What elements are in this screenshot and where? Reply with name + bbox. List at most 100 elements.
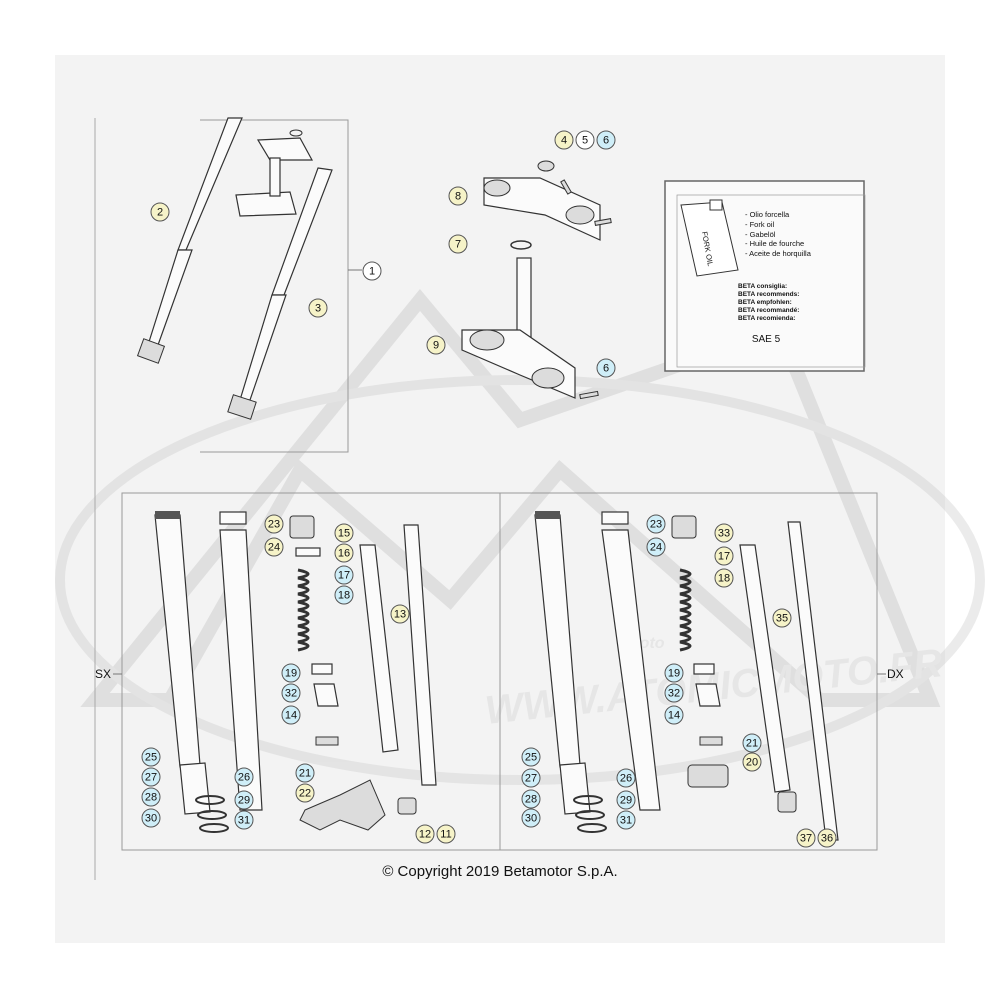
callout-26: 26 <box>234 767 254 787</box>
oil-recommend-fr: BETA recommandé: <box>738 307 799 314</box>
callout-12: 12 <box>415 824 435 844</box>
oil-name-fr: - Huile de fourche <box>745 239 804 248</box>
callout-label: 4 <box>561 135 567 147</box>
top-triple-clamp <box>483 160 612 241</box>
callout-label: 28 <box>145 792 157 804</box>
callout-circle <box>448 234 468 254</box>
callout-label: 32 <box>285 688 297 700</box>
callout-circle <box>334 523 354 543</box>
callout-7: 7 <box>448 234 468 254</box>
callout-label: 25 <box>525 752 537 764</box>
callout-circle <box>714 546 734 566</box>
fork-leg-left-assembled <box>136 117 243 364</box>
callout-4: 4 <box>554 130 574 150</box>
callout-circle <box>596 358 616 378</box>
callout-label: 32 <box>668 688 680 700</box>
callout-circle <box>141 747 161 767</box>
callout-label: 6 <box>603 363 609 375</box>
callout-label: 19 <box>668 668 680 680</box>
callout-1: 1 <box>362 261 382 281</box>
triple-clamp-assembled <box>235 129 314 217</box>
callout-25: 25 <box>141 747 161 767</box>
callout-29: 29 <box>616 790 636 810</box>
oil-name-it: - Olio forcella <box>745 210 790 219</box>
callout-22: 22 <box>295 783 315 803</box>
oil-name-es: - Aceite de horquilla <box>745 249 812 258</box>
callout-28: 28 <box>521 789 541 809</box>
callout-circle <box>234 790 254 810</box>
callout-circle <box>415 824 435 844</box>
oil-recommend-en: BETA recommends: <box>738 291 799 298</box>
callout-label: 15 <box>338 528 350 540</box>
callout-circle <box>596 130 616 150</box>
callout-label: 31 <box>238 815 250 827</box>
callout-label: 13 <box>394 609 406 621</box>
callout-circle <box>616 790 636 810</box>
side-label-dx: DX <box>887 667 904 681</box>
callout-circle <box>334 543 354 563</box>
callout-5: 5 <box>575 130 595 150</box>
callout-11: 11 <box>436 824 456 844</box>
callout-label: 31 <box>620 815 632 827</box>
callout-26: 26 <box>616 768 636 788</box>
callout-circle <box>646 537 666 557</box>
callout-9: 9 <box>426 335 446 355</box>
oil-recommend-it: BETA consiglia: <box>738 283 787 290</box>
callout-37: 37 <box>796 828 816 848</box>
callout-label: 26 <box>620 773 632 785</box>
callout-31: 31 <box>616 810 636 830</box>
callout-label: 22 <box>299 788 311 800</box>
callout-24: 24 <box>264 537 284 557</box>
callout-circle <box>334 565 354 585</box>
callout-36: 36 <box>817 828 837 848</box>
callout-label: 29 <box>238 795 250 807</box>
callout-label: 7 <box>455 239 461 251</box>
callout-circle <box>616 768 636 788</box>
callout-circle <box>264 514 284 534</box>
callout-28: 28 <box>141 787 161 807</box>
callout-24: 24 <box>646 537 666 557</box>
callout-8: 8 <box>448 186 468 206</box>
callout-label: 24 <box>650 542 662 554</box>
callout-label: 17 <box>718 551 730 563</box>
callout-label: 33 <box>718 528 730 540</box>
callout-circle <box>295 763 315 783</box>
callout-6: 6 <box>596 358 616 378</box>
callout-circle <box>264 537 284 557</box>
callout-circle <box>141 808 161 828</box>
callout-label: 37 <box>800 833 812 845</box>
callout-circle <box>616 810 636 830</box>
callout-label: 24 <box>268 542 280 554</box>
callout-18: 18 <box>714 568 734 588</box>
callout-circle <box>426 335 446 355</box>
callout-29: 29 <box>234 790 254 810</box>
callout-31: 31 <box>234 810 254 830</box>
callout-circle <box>295 783 315 803</box>
callout-21: 21 <box>742 733 762 753</box>
callout-circle <box>448 186 468 206</box>
callout-circle <box>334 585 354 605</box>
left-panel-parts <box>154 511 437 833</box>
callout-circle <box>362 261 382 281</box>
callout-35: 35 <box>772 608 792 628</box>
callout-15: 15 <box>334 523 354 543</box>
callout-23: 23 <box>646 514 666 534</box>
callout-label: 3 <box>315 303 321 315</box>
oil-name-en: - Fork oil <box>745 220 775 229</box>
callout-circle <box>742 752 762 772</box>
callout-label: 18 <box>338 590 350 602</box>
callout-label: 6 <box>603 135 609 147</box>
callout-label: 28 <box>525 794 537 806</box>
callout-16: 16 <box>334 543 354 563</box>
callout-label: 8 <box>455 191 461 203</box>
callout-label: 35 <box>776 613 788 625</box>
callout-label: 11 <box>440 829 451 841</box>
callout-circle <box>281 663 301 683</box>
callout-circle <box>308 298 328 318</box>
callout-label: 5 <box>582 135 588 147</box>
callout-label: 23 <box>268 519 280 531</box>
callout-circle <box>521 747 541 767</box>
callout-circle <box>150 202 170 222</box>
